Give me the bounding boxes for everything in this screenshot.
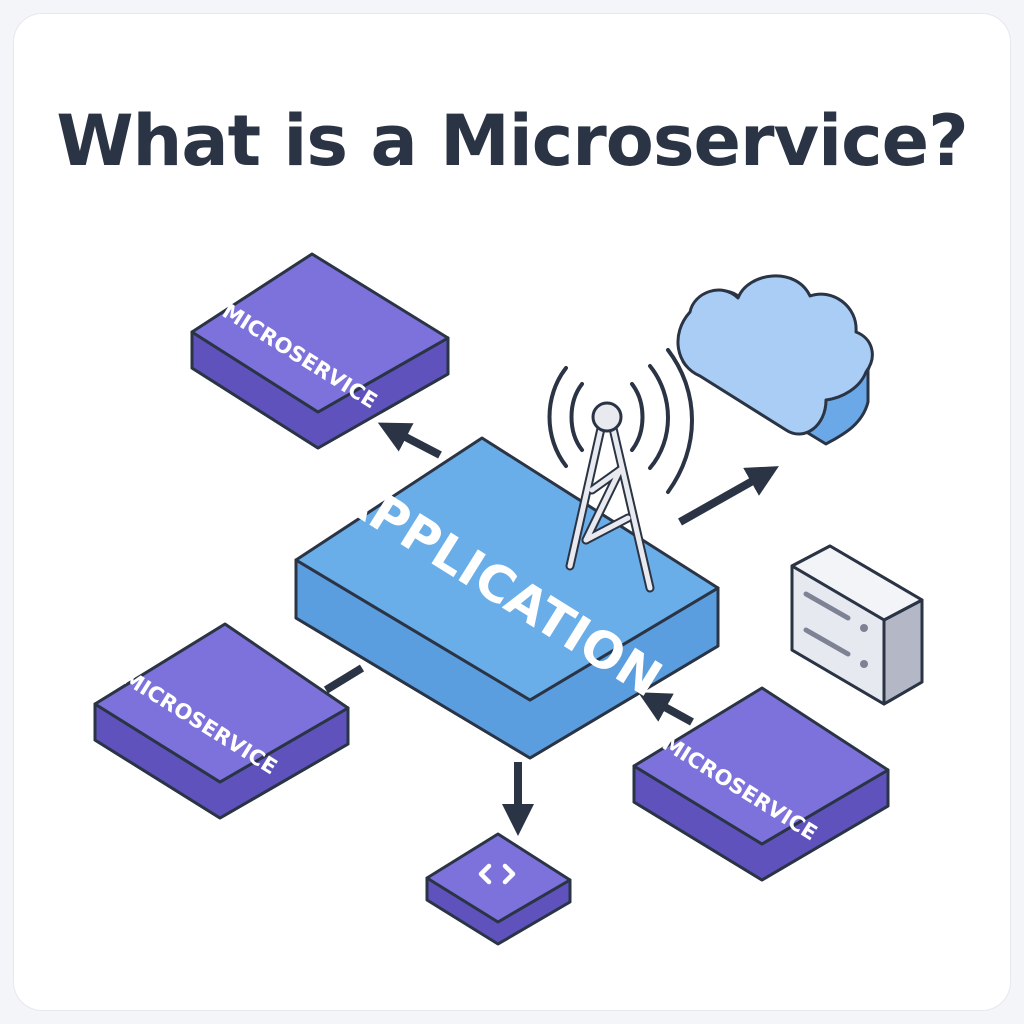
- arrow-to-top-left-microservice: [377, 422, 442, 459]
- arrow-to-cloud: [678, 466, 779, 526]
- code-module-block: [425, 832, 572, 946]
- page-title: What is a Microservice?: [56, 100, 968, 182]
- connector-arrows: [323, 422, 779, 836]
- signal-waves: [547, 348, 694, 494]
- antenna-tower-icon: [547, 348, 694, 593]
- application-block: APPLICATION: [294, 436, 720, 760]
- microservice-block-top-left: MICROSERVICE: [190, 252, 450, 450]
- connector-to-left-microservice: [323, 664, 365, 694]
- arrow-from-right-microservice: [637, 692, 694, 726]
- cloud-icon: [676, 274, 874, 446]
- microservice-block-right: MICROSERVICE: [632, 686, 890, 882]
- server-icon: [790, 544, 924, 706]
- microservice-block-left: MICROSERVICE: [93, 622, 350, 820]
- code-brackets-icon: [478, 863, 516, 885]
